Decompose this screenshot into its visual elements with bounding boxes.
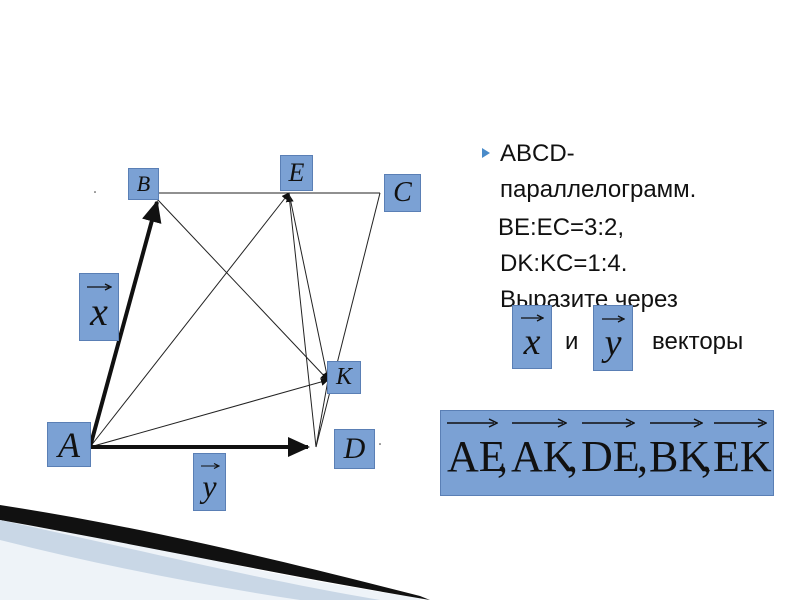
dot-marker — [94, 191, 96, 193]
vectors-to-express-box: AE , AK , DE , BK , EK — [440, 410, 774, 496]
vector-arrow-icon — [650, 418, 703, 428]
vector-arrow-icon — [447, 418, 498, 428]
segment-kd — [315, 379, 329, 448]
vector-arrow-icon — [521, 314, 544, 322]
task-line-2: параллелограмм. — [500, 176, 697, 203]
label-text: x — [523, 321, 541, 363]
label-text: D — [343, 432, 366, 465]
vector-ab-x — [88, 200, 162, 448]
task-and-word: и — [565, 328, 579, 355]
task-vector-y: y — [593, 305, 633, 371]
vector-ae — [89, 192, 290, 448]
label-text: x — [90, 289, 108, 334]
vector-de — [285, 194, 317, 448]
vector-arrow-icon — [714, 418, 767, 428]
task-line-3: BE:EC=3:2, — [498, 214, 625, 241]
task-line-6-end: векторы — [652, 328, 744, 355]
vector-ek — [288, 192, 331, 381]
vector-arrow-icon — [87, 283, 112, 291]
label-text: K — [335, 364, 352, 390]
task-line-4: DK:KC=1:4. — [500, 250, 628, 277]
label-text: E — [288, 158, 305, 187]
separator-comma: , — [701, 432, 712, 481]
vector-de-label: DE — [581, 432, 640, 481]
vector-ae-label: AE — [447, 432, 506, 481]
vector-ak-label: AK — [511, 432, 575, 481]
vector-ek-label: EK — [713, 432, 772, 481]
vector-bk — [157, 199, 329, 381]
vector-ak — [89, 378, 329, 448]
point-label-a: A — [47, 422, 91, 467]
point-label-c: C — [384, 174, 421, 212]
decorative-swoosh — [0, 505, 430, 600]
label-text: y — [202, 468, 217, 504]
point-label-d: D — [334, 429, 375, 469]
point-label-k: K — [327, 361, 361, 394]
vector-label-x: x — [79, 273, 119, 341]
bullet-icon — [482, 148, 490, 158]
point-label-e: E — [280, 155, 313, 191]
vector-label-y: y — [193, 453, 226, 511]
dot-marker — [379, 443, 381, 445]
separator-comma: , — [567, 432, 578, 481]
vector-bk-label: BK — [649, 432, 711, 481]
edge-cd — [315, 192, 381, 448]
label-text: A — [58, 424, 80, 465]
vector-arrow-icon — [602, 315, 625, 323]
point-label-b: B — [128, 168, 159, 200]
vector-arrow-icon — [582, 418, 635, 428]
separator-comma: , — [497, 432, 508, 481]
vector-arrow-icon — [512, 418, 567, 428]
task-line-1: ABCD- — [500, 140, 575, 167]
label-text: C — [393, 177, 412, 208]
task-vector-x: x — [512, 305, 552, 369]
separator-comma: , — [637, 432, 648, 481]
label-text: y — [604, 322, 622, 364]
label-text: B — [136, 171, 151, 196]
vector-arrow-icon — [200, 463, 220, 469]
